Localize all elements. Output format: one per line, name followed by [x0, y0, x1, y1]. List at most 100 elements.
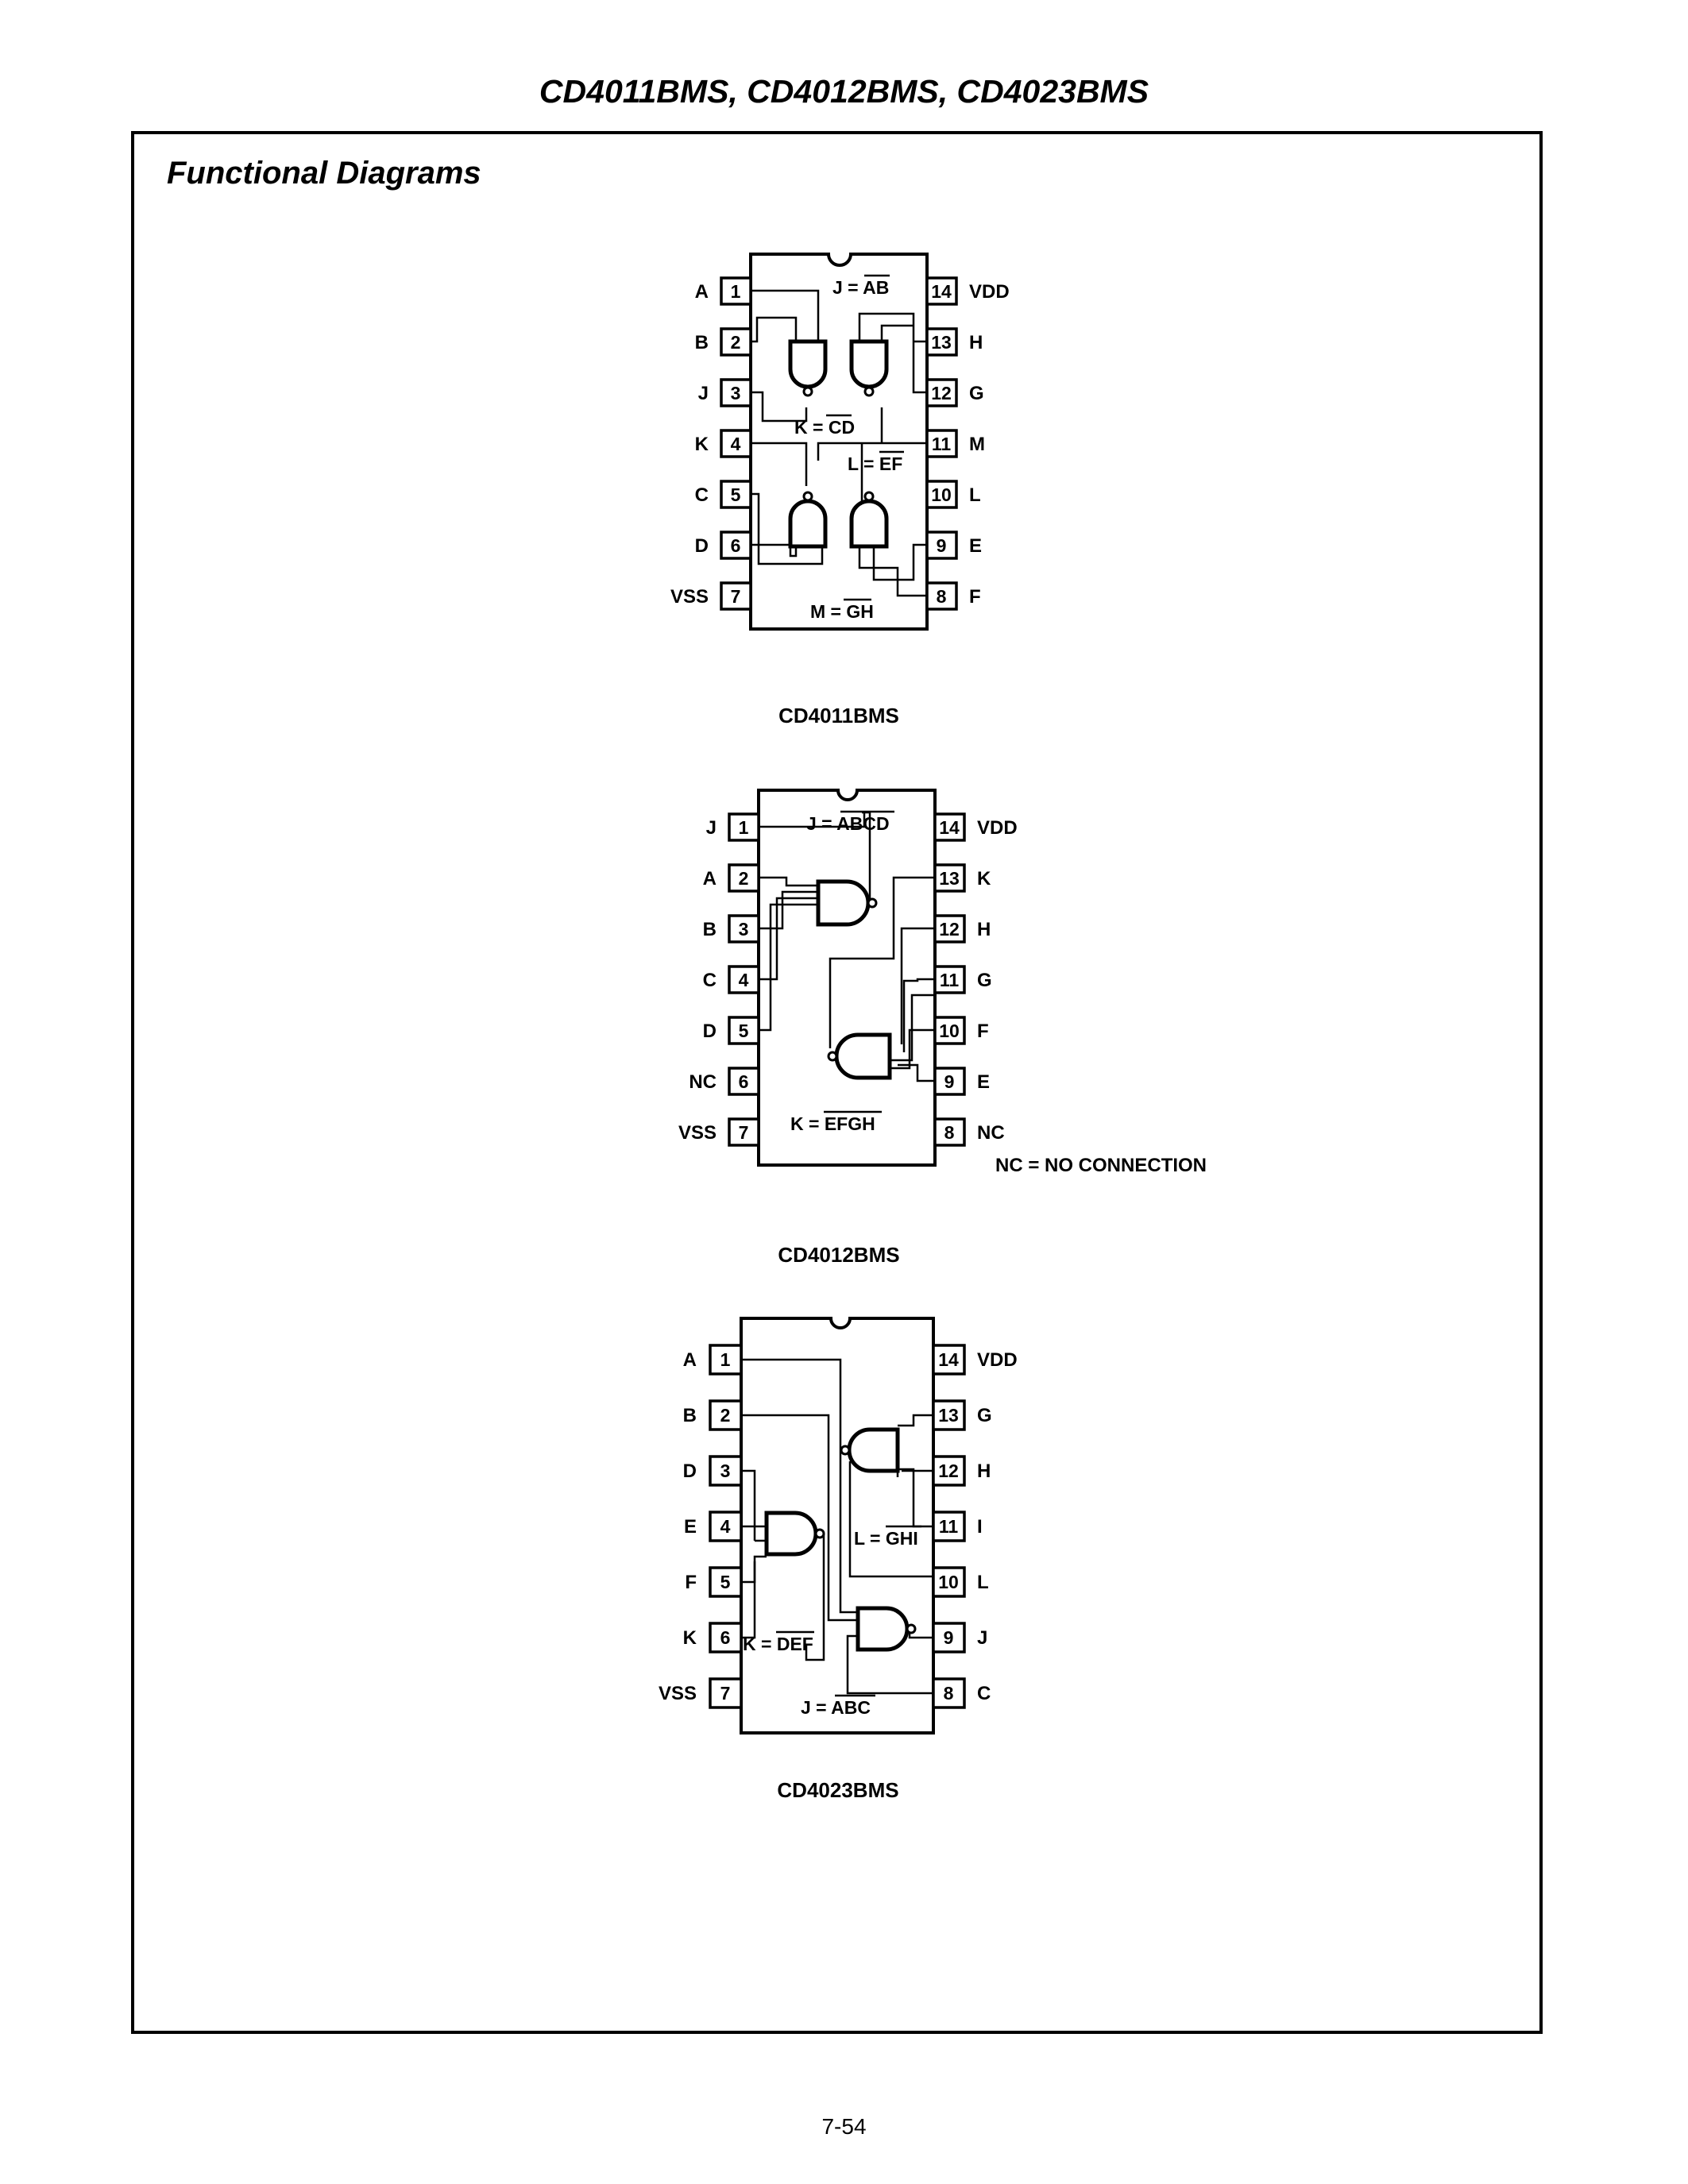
cd4023bms-diagram: 1 2 3 4 5 6 7 A B D E F K VSS 14 13 12 1…	[659, 1317, 1018, 1802]
pin-number: 3	[739, 919, 749, 940]
pin-label: D	[695, 535, 709, 557]
right-pin-column: 14 13 12 11 10 9 8 VDD K H G F E NC	[933, 812, 1018, 1147]
page-number: 7-54	[821, 2114, 867, 2139]
pin-label: L	[977, 1572, 989, 1593]
note-no-connection: NC = NO CONNECTION	[995, 1155, 1207, 1176]
pin-label: H	[977, 1461, 991, 1482]
ic-package	[740, 1317, 935, 1734]
ic-package	[749, 253, 929, 631]
pin-label: VSS	[670, 586, 709, 608]
pin-number: 6	[731, 535, 741, 556]
right-pin-column: 14 13 12 11 10 9 8 VDD G H I L J C	[932, 1344, 1018, 1709]
gate-equation-k: K = EFGH	[790, 1113, 875, 1134]
pin-label: M	[969, 434, 985, 455]
pin-label: D	[683, 1461, 697, 1482]
pin-number: 5	[720, 1572, 731, 1592]
gate-equation-l: L = GHI	[854, 1528, 918, 1549]
gate-equation-k: K = CD	[794, 417, 855, 438]
pin-number: 10	[938, 1572, 959, 1592]
internal-wiring	[759, 811, 935, 1082]
pin-label: L	[969, 484, 981, 506]
pin-number: 11	[940, 970, 960, 990]
nand-gate-4-input	[816, 879, 878, 927]
nand-gate	[788, 339, 828, 397]
pin-number: 1	[739, 817, 749, 838]
pin-number: 3	[720, 1461, 731, 1481]
pin-number: 10	[939, 1021, 960, 1041]
nand-gate-4-input	[827, 1032, 892, 1080]
pin-number: 4	[739, 970, 749, 990]
right-pin-column: 14 13 12 11 10 9 8 VDD H G M L E F	[925, 276, 1010, 611]
pin-number: 13	[931, 332, 952, 353]
pin-label: H	[969, 332, 983, 353]
pin-number: 13	[939, 868, 960, 889]
figure-frame	[131, 131, 1543, 2034]
pin-label: B	[683, 1405, 697, 1426]
pin-label: G	[969, 383, 984, 404]
pin-number: 14	[938, 1349, 959, 1370]
nand-gate	[849, 339, 889, 397]
internal-wiring	[751, 289, 927, 597]
pin-number: 12	[931, 383, 952, 403]
pin-label: K	[683, 1627, 697, 1649]
pin-number: 14	[931, 281, 952, 302]
pin-label: B	[695, 332, 709, 353]
pin-number: 1	[731, 281, 741, 302]
pin-number: 9	[944, 1627, 954, 1648]
pin-label: C	[703, 970, 717, 991]
pin-number: 3	[731, 383, 741, 403]
pin-label: C	[977, 1683, 991, 1704]
gate-equation-j: J = ABCD	[806, 813, 890, 834]
pin-number: 6	[720, 1627, 731, 1648]
pin-label: F	[977, 1021, 989, 1042]
ic-package	[757, 789, 937, 1167]
diagram-caption: CD4012BMS	[778, 1243, 899, 1267]
pin-label: J	[706, 817, 717, 839]
pin-number: 2	[739, 868, 749, 889]
pin-number: 10	[931, 484, 952, 505]
page-header-title: CD4011BMS, CD4012BMS, CD4023BMS	[539, 73, 1149, 110]
nand-gate	[849, 491, 889, 549]
pin-number: 8	[944, 1683, 954, 1704]
pin-number: 4	[720, 1516, 731, 1537]
pin-number: 7	[739, 1122, 749, 1143]
gate-equation-l: L = EF	[848, 453, 902, 474]
pin-label: D	[703, 1021, 717, 1042]
pin-number: 1	[720, 1349, 731, 1370]
pin-label: NC	[689, 1071, 717, 1093]
pin-number: 11	[932, 434, 952, 454]
pin-number: 8	[937, 586, 947, 607]
pin-label: A	[695, 281, 709, 303]
pin-label: J	[698, 383, 709, 404]
pin-label: NC	[977, 1122, 1005, 1144]
pin-number: 8	[944, 1122, 955, 1143]
gate-equation-j: J = AB	[832, 277, 889, 298]
pin-label: A	[683, 1349, 697, 1371]
pin-label: A	[703, 868, 717, 889]
pin-label: H	[977, 919, 991, 940]
pin-number: 9	[937, 535, 947, 556]
pin-label: G	[977, 1405, 992, 1426]
left-pin-column: 1 2 3 4 5 6 7 J A B C D NC VSS	[678, 812, 760, 1147]
pin-number: 5	[731, 484, 741, 505]
pin-label: VDD	[977, 817, 1018, 839]
pin-number: 5	[739, 1021, 749, 1041]
pin-number: 14	[939, 817, 960, 838]
pin-label: E	[684, 1516, 697, 1538]
pin-label: C	[695, 484, 709, 506]
pin-label: VDD	[977, 1349, 1018, 1371]
pin-number: 13	[938, 1405, 959, 1426]
pin-label: G	[977, 970, 992, 991]
nand-gate-3-input	[764, 1511, 825, 1557]
pin-label: E	[977, 1071, 990, 1093]
pin-number: 2	[731, 332, 741, 353]
pin-number: 11	[939, 1516, 959, 1537]
pin-label: VSS	[678, 1122, 717, 1144]
pin-label: K	[977, 868, 991, 889]
left-pin-column: 1 2 3 4 5 6 7 A B D E F K VSS	[659, 1344, 743, 1709]
pin-label: B	[703, 919, 717, 940]
pin-label: VDD	[969, 281, 1010, 303]
cd4011bms-diagram: 1 2 3 4 5 6 7 A B J K C D VSS 14 13 12 1…	[670, 253, 1010, 727]
pin-label: K	[695, 434, 709, 455]
diagram-caption: CD4011BMS	[778, 704, 899, 727]
